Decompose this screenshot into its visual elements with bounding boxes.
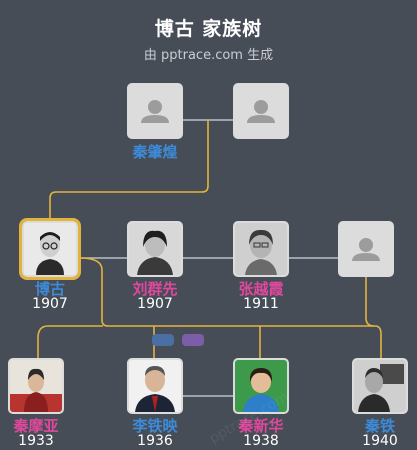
person-year-spouse1: 1907 xyxy=(137,296,173,312)
person-year-child2: 1936 xyxy=(137,433,173,449)
person-name-father[interactable]: 秦肇煌 xyxy=(132,143,178,161)
person-card-child4[interactable] xyxy=(352,358,408,414)
person-name-child3[interactable]: 秦新华 xyxy=(238,417,284,435)
person-year-child1: 1933 xyxy=(18,433,54,449)
person-silhouette-icon xyxy=(352,238,380,261)
person-silhouette-icon xyxy=(141,100,169,123)
person-year-child3: 1938 xyxy=(243,433,279,449)
person-year-self: 1907 xyxy=(32,296,68,312)
person-photo-spouse1 xyxy=(129,223,181,275)
person-card-self[interactable] xyxy=(19,218,81,280)
person-name-spouse1[interactable]: 刘群先 xyxy=(132,280,178,298)
person-name-spouse2[interactable]: 张越霞 xyxy=(238,280,284,298)
parent-line-child1 xyxy=(37,325,103,360)
person-year-child4: 1940 xyxy=(362,433,398,449)
person-photo-child1 xyxy=(10,360,62,412)
person-card-child1[interactable] xyxy=(8,358,64,414)
person-card-father[interactable] xyxy=(127,83,183,139)
person-photo-spouse2 xyxy=(235,223,287,275)
person-photo-child4 xyxy=(354,360,406,412)
person-photo-child2 xyxy=(129,360,181,412)
parent-line-spouse3 xyxy=(365,276,375,327)
person-silhouette-icon xyxy=(247,100,275,123)
person-card-spouse1[interactable] xyxy=(127,221,183,277)
person-year-spouse2: 1911 xyxy=(243,296,279,312)
parent-line-self xyxy=(49,120,209,222)
person-card-child3[interactable] xyxy=(233,358,289,414)
person-card-spouse3[interactable] xyxy=(338,221,394,277)
person-photo-self xyxy=(24,223,76,275)
person-name-child4[interactable]: 秦铁 xyxy=(364,417,395,435)
person-name-child1[interactable]: 秦摩亚 xyxy=(13,417,59,435)
person-photo-child3 xyxy=(235,360,287,412)
relation-pill-blue[interactable] xyxy=(152,334,174,346)
page-subtitle: 由 pptrace.com 生成 xyxy=(143,48,274,63)
person-name-self[interactable]: 博古 xyxy=(34,280,65,298)
parent-line-child4 xyxy=(374,325,382,360)
person-name-child2[interactable]: 李铁映 xyxy=(132,417,178,435)
person-card-spouse2[interactable] xyxy=(233,221,289,277)
person-card-mother[interactable] xyxy=(233,83,289,139)
parent-line-children-a xyxy=(79,257,375,327)
relation-pill-purple[interactable] xyxy=(182,334,204,346)
page-title: 博古 家族树 xyxy=(154,18,263,40)
person-card-child2[interactable] xyxy=(127,358,183,414)
